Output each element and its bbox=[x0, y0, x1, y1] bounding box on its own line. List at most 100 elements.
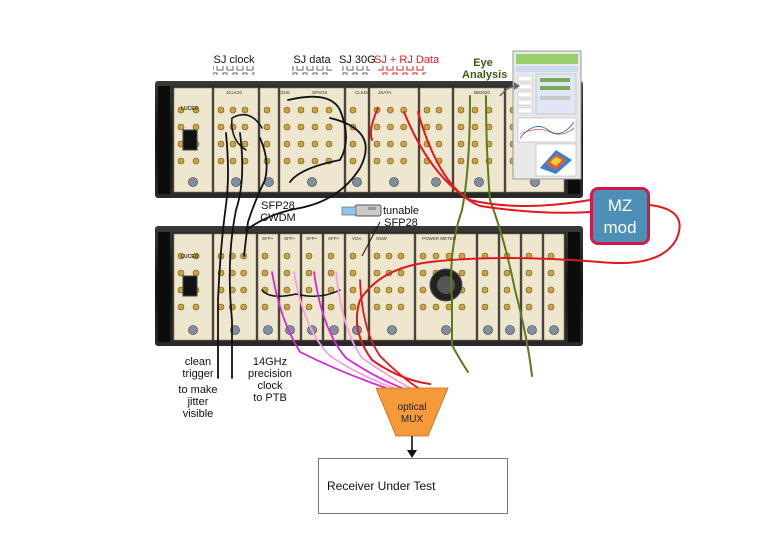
rf-connector bbox=[177, 303, 185, 311]
rf-connector bbox=[373, 286, 381, 294]
rf-connector bbox=[471, 106, 479, 114]
module-name-label: SPSG8 bbox=[312, 90, 328, 95]
module-name-label: CDIS bbox=[279, 90, 290, 95]
rf-connector bbox=[419, 269, 427, 277]
rf-connector bbox=[217, 140, 225, 148]
mz-line-1: MZ bbox=[607, 196, 633, 215]
clean-trigger-line-5: visible bbox=[182, 408, 214, 420]
optical-mux bbox=[375, 387, 449, 437]
receiver-under-test-label: Receiver Under Test bbox=[327, 479, 436, 493]
rf-connector bbox=[525, 269, 533, 277]
rf-connector bbox=[373, 269, 381, 277]
bottom-module-panel bbox=[301, 233, 323, 341]
module-name-label: SFP+ bbox=[262, 236, 274, 241]
tunable-sfp28-label: tunable SFP28 bbox=[380, 205, 422, 229]
module-knob bbox=[389, 177, 399, 187]
bottom-module-panel bbox=[499, 233, 521, 341]
rf-connector bbox=[547, 286, 555, 294]
rf-connector bbox=[192, 303, 200, 311]
module-name-label: JCLK20 bbox=[226, 90, 243, 95]
rf-connector bbox=[229, 106, 237, 114]
optical-mux-line-1: optical bbox=[397, 402, 427, 413]
bottom-module-panel bbox=[345, 233, 369, 341]
tunable-sfp28-line-2: SFP28 bbox=[384, 217, 418, 229]
clean-trigger-line-4: jitter bbox=[187, 396, 209, 408]
rf-connector bbox=[525, 286, 533, 294]
rf-connector bbox=[217, 106, 225, 114]
sj-30g-waveform-icon bbox=[342, 66, 370, 75]
rf-connector bbox=[432, 252, 440, 260]
clean-trigger-label: clean trigger to make jitter visible bbox=[176, 356, 220, 420]
rf-connector bbox=[432, 303, 440, 311]
top-module-panel bbox=[369, 87, 419, 193]
rf-connector bbox=[400, 123, 407, 131]
rf-connector bbox=[311, 123, 319, 131]
rf-connector bbox=[435, 140, 443, 148]
rf-connector bbox=[435, 123, 443, 131]
module-knob bbox=[188, 177, 198, 187]
top-module-panel bbox=[419, 87, 453, 193]
top-module-panel bbox=[259, 87, 279, 193]
top-module-panel bbox=[453, 87, 505, 193]
rf-connector bbox=[349, 140, 357, 148]
rf-connector bbox=[385, 303, 393, 311]
rf-connector bbox=[177, 157, 185, 165]
rf-connector bbox=[325, 106, 333, 114]
rf-connector bbox=[471, 140, 479, 148]
rf-connector bbox=[349, 303, 357, 311]
rf-connector bbox=[373, 157, 381, 165]
module-knob bbox=[483, 325, 493, 335]
rf-connector bbox=[349, 286, 357, 294]
module-knob bbox=[441, 325, 451, 335]
module-name-label: SFP+ bbox=[284, 236, 296, 241]
power-switch bbox=[182, 275, 198, 297]
rf-connector bbox=[241, 123, 249, 131]
rf-connector bbox=[192, 123, 200, 131]
module-name-label: CLKDA bbox=[355, 90, 371, 95]
top-chassis bbox=[155, 81, 583, 198]
rf-connector bbox=[263, 106, 271, 114]
sj-data-waveform-icon bbox=[292, 66, 332, 75]
module-name-label: JSATA bbox=[378, 90, 392, 95]
rf-connector bbox=[297, 157, 305, 165]
clean-trigger-line-3: to make bbox=[178, 384, 218, 396]
rf-connector bbox=[327, 303, 335, 311]
rf-connector bbox=[283, 286, 291, 294]
rf-connector bbox=[547, 303, 555, 311]
sj-clock-waveform-icon bbox=[213, 66, 255, 75]
rf-connector bbox=[241, 140, 249, 148]
rf-connector bbox=[240, 286, 247, 294]
rf-connector bbox=[458, 252, 466, 260]
clean-trigger-line-1: clean bbox=[184, 356, 212, 368]
module-name-label: OSW bbox=[376, 236, 387, 241]
module-knob bbox=[505, 325, 515, 335]
sj-30g-label: SJ 30G bbox=[339, 54, 376, 66]
rf-connector bbox=[240, 269, 247, 277]
rf-connector bbox=[387, 106, 394, 114]
sfp-module-icon bbox=[341, 204, 382, 217]
rf-connector bbox=[192, 252, 200, 260]
module-knob bbox=[431, 177, 441, 187]
eye-analysis-line-2: Analysis bbox=[462, 69, 508, 81]
bottom-module-panel bbox=[279, 233, 301, 341]
rf-connector bbox=[177, 123, 185, 131]
rf-connector bbox=[387, 157, 394, 165]
module-name-label: VOA bbox=[352, 236, 362, 241]
sfp28-cwdm-line-1: SFP28 bbox=[261, 200, 295, 212]
rf-connector bbox=[397, 269, 405, 277]
eye-analysis-line-1: Eye bbox=[473, 57, 493, 69]
sfp28-cwdm-line-2: CWDM bbox=[260, 212, 296, 224]
mz-line-2: mod bbox=[603, 218, 637, 237]
rf-connector bbox=[240, 303, 247, 311]
rf-connector bbox=[481, 286, 489, 294]
sj-rj-waveform-icon bbox=[378, 66, 426, 75]
rf-connector bbox=[261, 269, 269, 277]
rf-connector bbox=[400, 140, 407, 148]
rf-connector bbox=[458, 269, 466, 277]
clean-trigger-line-2: trigger bbox=[182, 368, 214, 380]
rf-connector bbox=[471, 123, 479, 131]
module-name-label: POWER METER bbox=[422, 236, 457, 241]
rf-connector bbox=[373, 140, 381, 148]
rf-connector bbox=[283, 157, 291, 165]
